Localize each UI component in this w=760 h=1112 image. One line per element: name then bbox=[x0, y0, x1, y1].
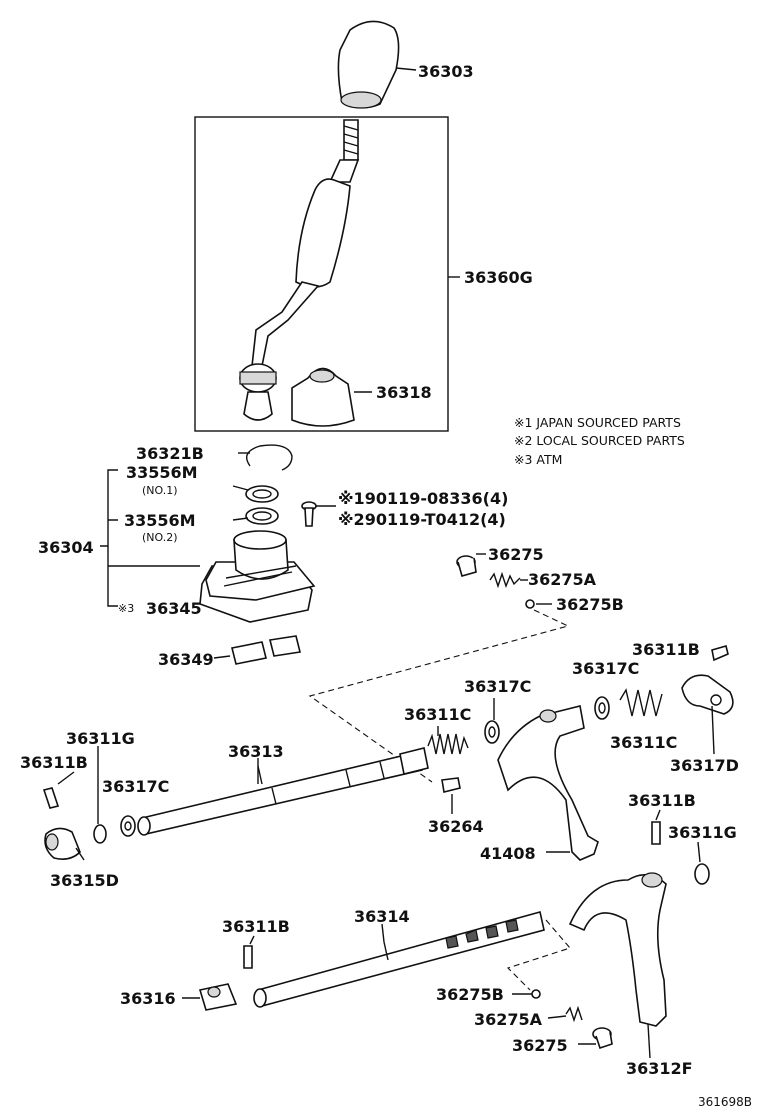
pin-36311b-top bbox=[711, 645, 729, 662]
spring-36311c-right bbox=[619, 688, 663, 717]
label-36311b-left: 36311B bbox=[20, 753, 88, 772]
seal-no2 bbox=[232, 507, 279, 525]
label-36315d: 36315D bbox=[50, 871, 119, 890]
label-36304: 36304 bbox=[38, 538, 94, 557]
lever-boot bbox=[291, 367, 372, 427]
washer-36311g-right bbox=[694, 863, 710, 885]
note-local-sourced: ※2 LOCAL SOURCED PARTS bbox=[514, 433, 685, 448]
lever-assembly-box bbox=[194, 116, 449, 432]
label-no1: (NO.1) bbox=[142, 484, 178, 497]
label-36311b-bottom: 36311B bbox=[222, 917, 290, 936]
detent-plug-top bbox=[456, 553, 486, 577]
label-33556m-no2: 33556M bbox=[124, 511, 196, 530]
label-bolt-japan: ※190119-08336(4) bbox=[338, 489, 508, 508]
washer-36317c-mid bbox=[484, 698, 500, 744]
shift-knob bbox=[337, 20, 417, 109]
label-36275-top: 36275 bbox=[488, 545, 544, 564]
label-mark3: ※3 bbox=[118, 602, 134, 615]
label-36275-bottom: 36275 bbox=[512, 1036, 568, 1055]
alignment-dash-upper bbox=[308, 609, 570, 783]
label-36317d: 36317D bbox=[670, 756, 739, 775]
label-36316: 36316 bbox=[120, 989, 176, 1008]
detent-plug-bottom bbox=[578, 1027, 613, 1050]
detent-spring-top bbox=[489, 571, 528, 589]
label-36360g: 36360G bbox=[464, 268, 533, 287]
label-36311c-mid: 36311C bbox=[404, 705, 471, 724]
label-36317c-right: 36317C bbox=[572, 659, 639, 678]
label-36275a-bottom: 36275A bbox=[474, 1010, 543, 1029]
shift-fork-41408 bbox=[497, 705, 599, 861]
washer-36311g-left bbox=[93, 746, 107, 844]
shift-head-36316 bbox=[182, 983, 238, 1011]
washer-36317c-right bbox=[594, 696, 610, 720]
snap-ring bbox=[238, 444, 293, 471]
label-36317c-mid: 36317C bbox=[464, 677, 531, 696]
pin-36311b-right bbox=[651, 821, 661, 845]
label-36311b-top: 36311B bbox=[632, 640, 700, 659]
washer-36317c-left bbox=[120, 815, 136, 837]
lever-clip bbox=[213, 635, 301, 665]
note-japan-sourced: ※1 JAPAN SOURCED PARTS bbox=[514, 415, 681, 430]
detent-ball-top bbox=[525, 599, 552, 609]
label-36264: 36264 bbox=[428, 817, 484, 836]
shift-shaft-36313 bbox=[137, 747, 429, 836]
pin-36264 bbox=[441, 777, 461, 793]
label-36312f: 36312F bbox=[626, 1059, 693, 1078]
label-36314: 36314 bbox=[354, 907, 410, 926]
bracket-36304 bbox=[100, 469, 200, 607]
label-36311c-right: 36311C bbox=[610, 733, 677, 752]
detent-spring-bottom bbox=[547, 1005, 583, 1023]
pin-36311b-left bbox=[42, 787, 60, 809]
detent-ball-bottom bbox=[512, 989, 541, 999]
retainer-bolt bbox=[301, 501, 336, 527]
label-33556m-no1: 33556M bbox=[126, 463, 198, 482]
shift-fork-36312f bbox=[568, 872, 667, 1059]
pin-36311b-bottom bbox=[243, 945, 253, 969]
diagram-id: 361698B bbox=[698, 1095, 752, 1109]
shift-head-36317d bbox=[681, 674, 734, 755]
label-36318: 36318 bbox=[376, 383, 432, 402]
label-36311g-right: 36311G bbox=[668, 823, 737, 842]
label-36275b-bottom: 36275B bbox=[436, 985, 504, 1004]
label-36275b-top: 36275B bbox=[556, 595, 624, 614]
label-bolt-local: ※290119-T0412(4) bbox=[338, 510, 506, 529]
note-atm: ※3 ATM bbox=[514, 452, 562, 467]
label-36303: 36303 bbox=[418, 62, 474, 81]
seal-no1 bbox=[232, 485, 279, 503]
label-36321b: 36321B bbox=[136, 444, 204, 463]
label-36275a-top: 36275A bbox=[528, 570, 597, 589]
label-no2: (NO.2) bbox=[142, 531, 178, 544]
lever-retainer bbox=[199, 530, 316, 623]
label-36317c-left: 36317C bbox=[102, 777, 169, 796]
label-36345: 36345 bbox=[146, 599, 202, 618]
shift-shaft-36314 bbox=[253, 911, 545, 1008]
label-36311b-right: 36311B bbox=[628, 791, 696, 810]
label-36349: 36349 bbox=[158, 650, 214, 669]
spring-36311c-mid bbox=[427, 726, 469, 755]
shift-lever bbox=[239, 119, 360, 421]
shift-head-36315d bbox=[44, 827, 85, 861]
label-36311g-left: 36311G bbox=[66, 729, 135, 748]
label-36313: 36313 bbox=[228, 742, 284, 761]
label-41408: 41408 bbox=[480, 844, 536, 863]
